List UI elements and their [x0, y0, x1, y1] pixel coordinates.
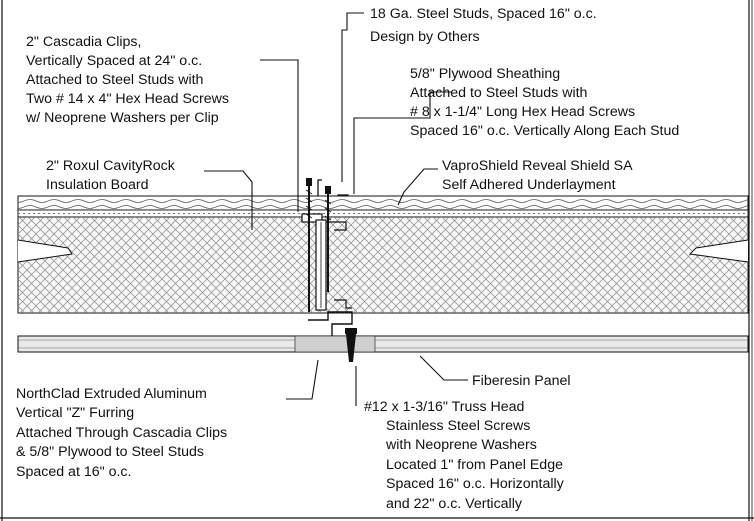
break-mark-right — [688, 239, 749, 263]
callout-underlayment-line-1: VaproShield Reveal Shield SA — [442, 158, 633, 174]
callout-underlayment-line-2: Self Adhered Underlayment — [442, 177, 616, 193]
callout-plywood-line-3: # 8 x 1-1/4" Long Hex Head Screws — [410, 104, 635, 120]
z-furring — [308, 311, 353, 336]
callout-plywood-line-1: 5/8" Plywood Sheathing — [410, 66, 560, 82]
insulation-board — [17, 216, 749, 314]
callout-fiberesin: Fiberesin Panel — [472, 373, 571, 389]
truss-head-screw — [345, 328, 357, 362]
hex-head-screw-1 — [305, 178, 313, 312]
callout-truss-line-1: #12 x 1-3/16" Truss Head — [364, 399, 524, 415]
callout-furring-line-5: Spaced at 16" o.c. — [16, 464, 131, 480]
callout-cascadia-clips: 2" Cascadia Clips, Vertically Spaced at … — [25, 34, 229, 126]
callout-furring: NorthClad Extruded Aluminum Vertical "Z"… — [16, 386, 227, 480]
callout-plywood-line-2: Attached to Steel Studs with — [410, 85, 587, 101]
callout-furring-line-2: Vertical "Z" Furring — [16, 405, 134, 421]
callout-steel-studs-line-2: Design by Others — [370, 29, 480, 45]
callout-cascadia-line-4: Two # 14 x 4" Hex Head Screws — [26, 91, 229, 107]
callout-plywood-line-4: Spaced 16" o.c. Vertically Along Each St… — [410, 123, 679, 139]
callout-fiberesin-line-1: Fiberesin Panel — [472, 373, 571, 389]
hex-head-screw-2 — [324, 186, 332, 292]
callout-plywood: 5/8" Plywood Sheathing Attached to Steel… — [410, 66, 679, 139]
fiberesin-panel — [17, 335, 749, 353]
callout-furring-line-4: & 5/8" Plywood to Steel Studs — [16, 444, 204, 460]
callout-truss-line-3: with Neoprene Washers — [385, 437, 537, 453]
leader-lines — [204, 12, 468, 406]
callout-truss-line-2: Stainless Steel Screws — [386, 418, 530, 434]
callout-insulation-line-1: 2" Roxul CavityRock — [46, 158, 176, 174]
break-mark-left — [17, 239, 73, 263]
callout-steel-studs-line-1: 18 Ga. Steel Studs, Spaced 16" o.c. — [370, 6, 597, 22]
callout-truss-line-6: and 22" o.c. Vertically — [386, 496, 523, 512]
callout-truss-line-5: Spaced 16" o.c. Horizontally — [386, 476, 565, 492]
callout-truss-screws: #12 x 1-3/16" Truss Head Stainless Steel… — [364, 399, 565, 512]
callout-cascadia-line-3: Attached to Steel Studs with — [26, 72, 203, 88]
callout-cascadia-line-2: Vertically Spaced at 24" o.c. — [26, 53, 202, 69]
plywood-sheathing — [17, 195, 749, 211]
callout-furring-line-3: Attached Through Cascadia Clips — [16, 425, 227, 441]
callout-insulation: 2" Roxul CavityRock Insulation Board — [46, 158, 176, 193]
callout-cascadia-line-1: 2" Cascadia Clips, — [26, 34, 141, 50]
callout-cascadia-line-5: w/ Neoprene Washers per Clip — [25, 110, 219, 126]
callout-underlayment: VaproShield Reveal Shield SA Self Adhere… — [442, 158, 633, 193]
callout-furring-line-1: NorthClad Extruded Aluminum — [16, 386, 207, 402]
callout-steel-studs: 18 Ga. Steel Studs, Spaced 16" o.c. Desi… — [370, 6, 597, 45]
callout-truss-line-4: Located 1" from Panel Edge — [386, 457, 563, 473]
underlayment-layer — [17, 209, 749, 218]
callout-insulation-line-2: Insulation Board — [46, 177, 149, 193]
